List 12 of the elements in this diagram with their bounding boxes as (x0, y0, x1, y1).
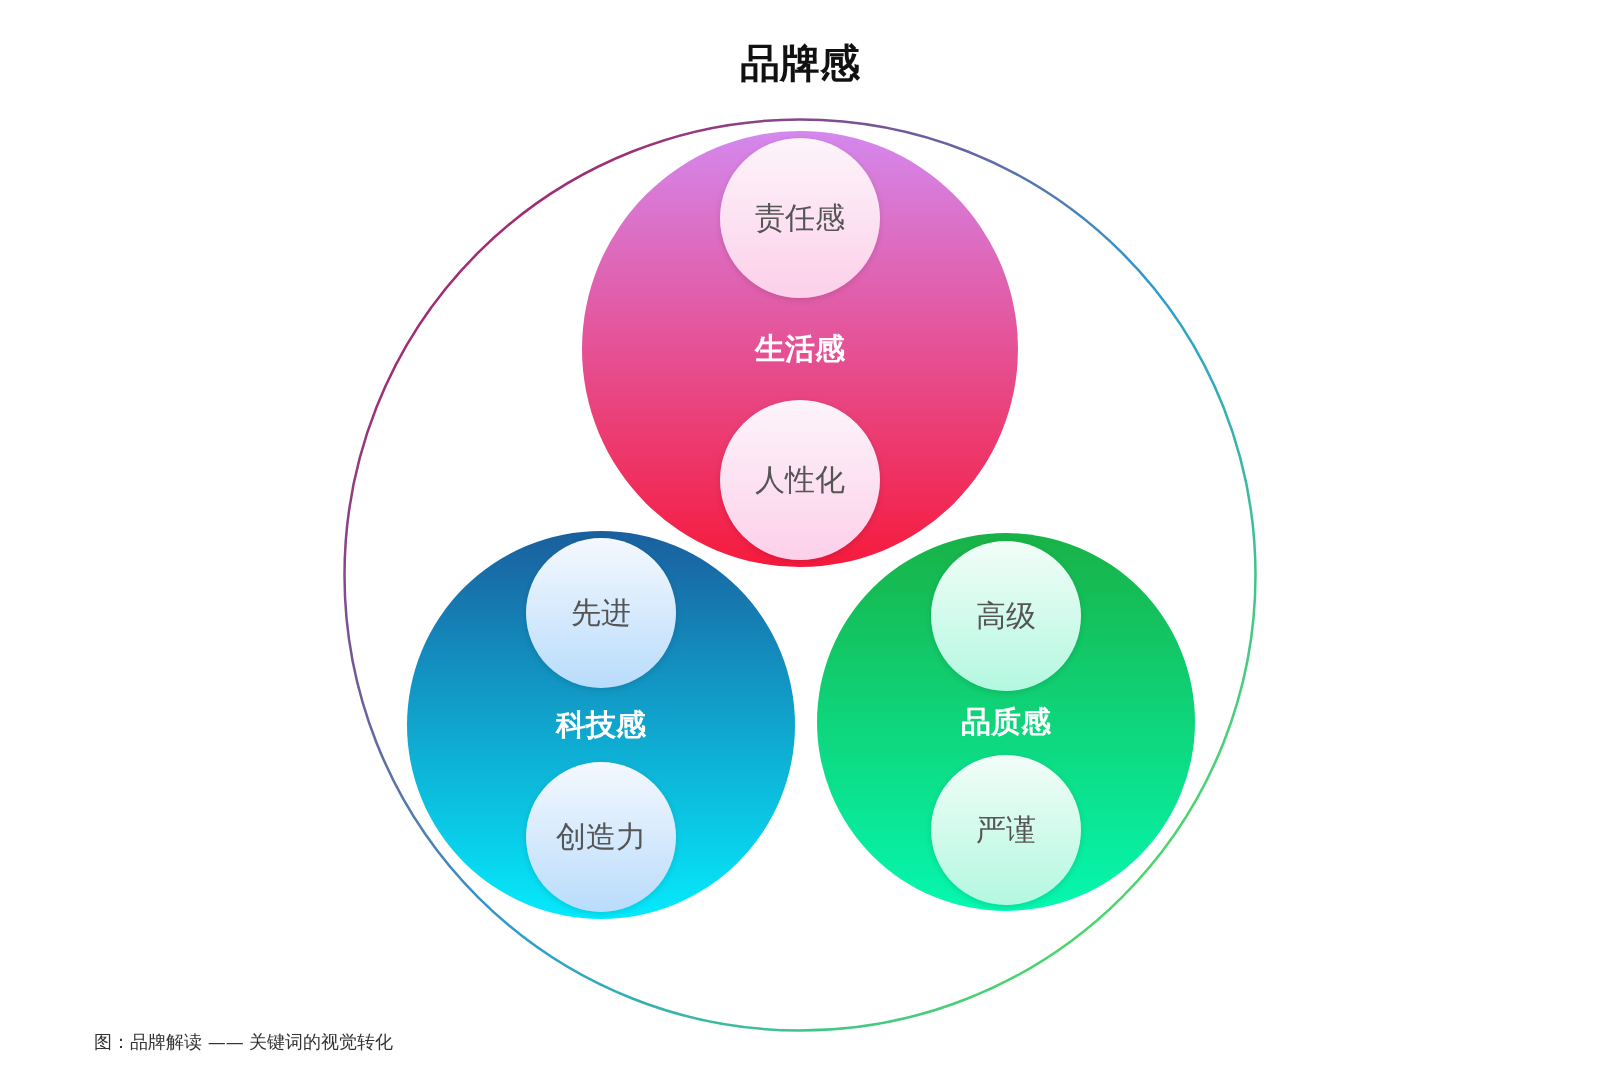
keyword-label: 先进 (571, 593, 631, 632)
outer-ring (343, 118, 1257, 1032)
keyword-label: 责任感 (755, 198, 845, 237)
keyword-label: 创造力 (556, 817, 646, 856)
category-label: 科技感 (556, 705, 646, 744)
category-label: 生活感 (755, 329, 845, 368)
title: 品牌感 (739, 39, 861, 88)
keyword-label: 人性化 (755, 460, 845, 499)
category-label: 品质感 (961, 702, 1051, 741)
caption: 图：品牌解读 —— 关键词的视觉转化 (94, 1030, 394, 1054)
keyword-label: 高级 (976, 596, 1036, 635)
keyword-label: 严谨 (976, 810, 1036, 849)
